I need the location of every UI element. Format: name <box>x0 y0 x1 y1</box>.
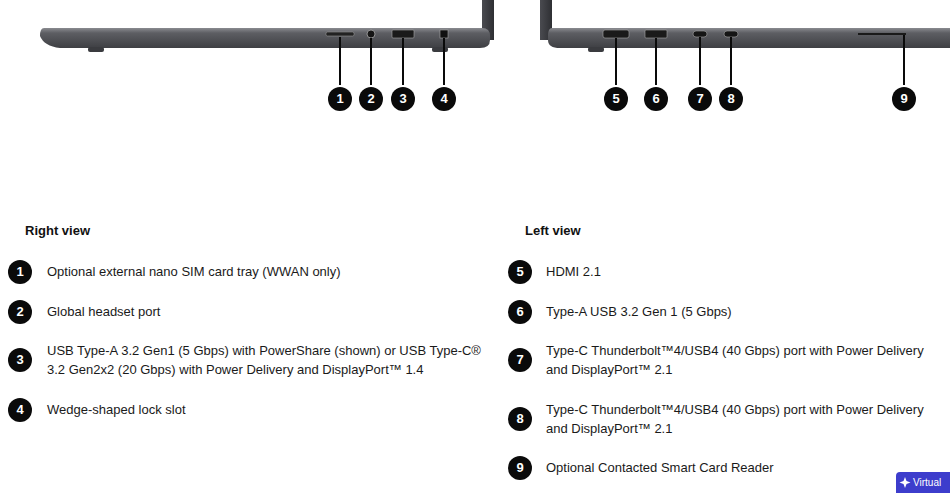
callout-number: 1 <box>328 87 352 111</box>
leader-line <box>370 38 372 85</box>
port-description: USB Type-A 3.2 Gen1 (5 Gbps) with PowerS… <box>47 341 497 379</box>
sparkle-icon <box>900 477 911 488</box>
lock-slot <box>440 30 448 38</box>
leader-line <box>903 35 905 85</box>
usb-c-port <box>693 31 707 37</box>
callout-number: 4 <box>432 87 456 111</box>
usb-a-port <box>645 30 667 38</box>
list-number: 3 <box>8 348 32 372</box>
callout-number: 8 <box>719 87 743 111</box>
leader-line <box>615 38 617 85</box>
leader-line <box>730 37 732 85</box>
base <box>40 28 490 48</box>
foot <box>588 47 604 52</box>
view-heading: Right view <box>25 221 90 240</box>
hdmi-port <box>603 30 629 38</box>
leader-line <box>339 37 341 85</box>
sim-tray <box>326 32 354 36</box>
leader-lines <box>340 35 904 85</box>
leader-line <box>699 37 701 85</box>
list-number: 4 <box>8 398 32 422</box>
callout-number: 5 <box>604 87 628 111</box>
foot <box>432 47 448 52</box>
leader-line <box>402 38 404 85</box>
port-description: Global headset port <box>47 302 497 321</box>
list-number: 1 <box>8 260 32 284</box>
callout-number: 9 <box>892 87 916 111</box>
foot <box>88 47 104 52</box>
left-side-laptop <box>540 0 950 52</box>
port-description: Type-A USB 3.2 Gen 1 (5 Gbps) <box>546 302 944 321</box>
button-ground <box>896 472 950 493</box>
callout-number: 2 <box>359 87 383 111</box>
port-description: Optional external nano SIM card tray (WW… <box>47 262 497 281</box>
list-number: 9 <box>508 456 532 480</box>
right-side-laptop <box>40 0 494 52</box>
view-heading: Left view <box>525 221 581 240</box>
smart-card-slot <box>858 33 906 35</box>
list-number: 2 <box>8 300 32 324</box>
button-label: Virtual <box>913 476 941 490</box>
list-number: 5 <box>508 260 532 284</box>
usb-a-port <box>392 30 414 38</box>
port-description: Type-C Thunderbolt™4/USB4 (40 Gbps) port… <box>546 341 944 379</box>
leader-line <box>443 38 445 85</box>
port-description: Wedge-shaped lock slot <box>47 400 497 419</box>
list-number: 6 <box>508 300 532 324</box>
usb-c-port <box>724 31 738 37</box>
leader-line <box>655 38 657 85</box>
port-description: Optional Contacted Smart Card Reader <box>546 458 944 477</box>
port-description: Type-C Thunderbolt™4/USB4 (40 Gbps) port… <box>546 400 944 438</box>
list-number: 7 <box>508 348 532 372</box>
virtual-assistant-button <box>896 472 950 493</box>
callout-number: 6 <box>644 87 668 111</box>
base <box>548 28 950 48</box>
callout-number: 7 <box>688 87 712 111</box>
headset-port <box>367 30 375 38</box>
list-number: 8 <box>508 407 532 431</box>
callout-number: 3 <box>391 87 415 111</box>
port-description: HDMI 2.1 <box>546 262 944 281</box>
